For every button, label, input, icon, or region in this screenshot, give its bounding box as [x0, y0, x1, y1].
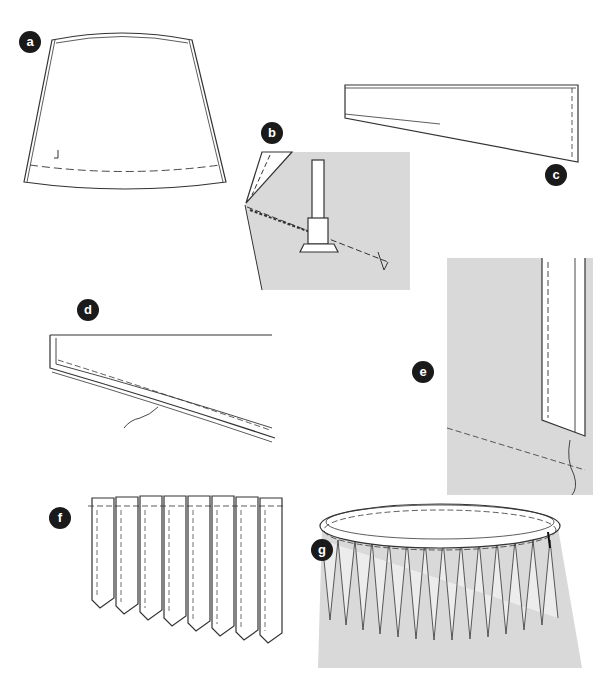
callout-letter: b — [261, 122, 283, 144]
callout-letter: d — [77, 299, 99, 321]
callout-letter: f — [49, 507, 71, 529]
callout-letter: g — [311, 539, 333, 561]
callout-letter: e — [412, 361, 434, 383]
callout-letter: a — [19, 31, 41, 53]
callout-letter: c — [545, 164, 567, 186]
